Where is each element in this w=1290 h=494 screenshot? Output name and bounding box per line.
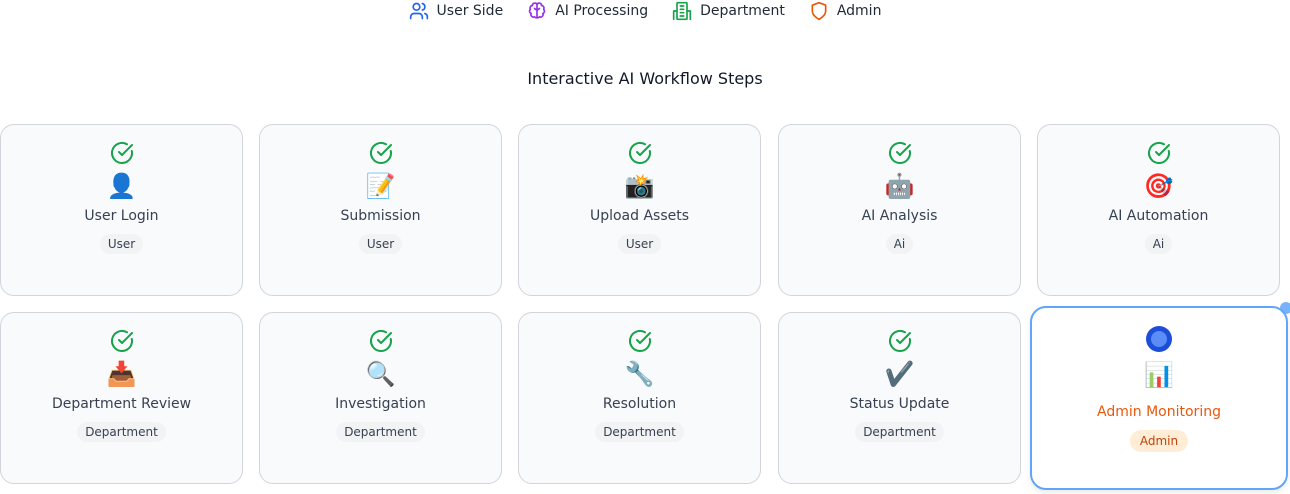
- category-badge: Department: [595, 422, 684, 442]
- step-label: AI Analysis: [861, 208, 938, 224]
- category-badge: User: [358, 234, 403, 254]
- legend: User Side AI Processing Department Admin: [0, 0, 1290, 22]
- legend-admin: Admin: [809, 1, 882, 21]
- step-label: Upload Assets: [589, 208, 690, 224]
- robot-icon: 🤖: [884, 172, 915, 200]
- page-title: Interactive AI Workflow Steps: [527, 69, 763, 88]
- check-circle-icon: [888, 329, 912, 353]
- legend-label: User Side: [436, 3, 504, 19]
- category-badge: Department: [77, 422, 166, 442]
- check-circle-icon: [628, 141, 652, 165]
- camera-flash-icon: 📸: [624, 172, 655, 200]
- legend-user-side: User Side: [409, 1, 504, 21]
- in-progress-icon: [1146, 326, 1172, 352]
- check-circle-icon: [369, 329, 393, 353]
- magnifier-icon: 🔍: [365, 360, 396, 388]
- step-card-admin-monitoring[interactable]: 📊 Admin Monitoring Admin: [1030, 302, 1290, 490]
- checkmark-icon: ✔️: [884, 360, 915, 388]
- step-label: Admin Monitoring: [1097, 404, 1221, 420]
- step-card-submission[interactable]: 📝 Submission User: [259, 124, 502, 296]
- check-circle-icon: [628, 329, 652, 353]
- target-icon: 🎯: [1143, 172, 1174, 200]
- users-icon: [409, 1, 429, 21]
- category-badge: Ai: [885, 234, 914, 254]
- category-badge: Admin: [1129, 430, 1189, 452]
- step-card-ai-analysis[interactable]: 🤖 AI Analysis Ai: [778, 124, 1021, 296]
- category-badge: User: [99, 234, 144, 254]
- check-circle-icon: [1147, 141, 1171, 165]
- person-icon: 👤: [106, 172, 137, 200]
- inbox-tray-icon: 📥: [106, 360, 137, 388]
- step-card-upload-assets[interactable]: 📸 Upload Assets User: [518, 124, 761, 296]
- step-card-ai-automation[interactable]: 🎯 AI Automation Ai: [1037, 124, 1280, 296]
- shield-icon: [809, 1, 829, 21]
- step-label: AI Automation: [1108, 208, 1209, 224]
- check-circle-icon: [369, 141, 393, 165]
- legend-label: Admin: [836, 3, 882, 19]
- check-circle-icon: [110, 329, 134, 353]
- check-circle-icon: [888, 141, 912, 165]
- brain-icon: [527, 1, 547, 21]
- legend-label: AI Processing: [555, 3, 649, 19]
- step-label: Department Review: [51, 396, 192, 412]
- legend-label: Department: [700, 3, 785, 19]
- category-badge: Department: [336, 422, 425, 442]
- step-card-resolution[interactable]: 🔧 Resolution Department: [518, 312, 761, 484]
- step-card-investigation[interactable]: 🔍 Investigation Department: [259, 312, 502, 484]
- step-card-user-login[interactable]: 👤 User Login User: [0, 124, 243, 296]
- legend-ai-processing: AI Processing: [527, 1, 648, 21]
- step-card-status-update[interactable]: ✔️ Status Update Department: [778, 312, 1021, 484]
- category-badge: User: [617, 234, 662, 254]
- category-badge: Ai: [1144, 234, 1173, 254]
- category-badge: Department: [855, 422, 944, 442]
- step-label: Status Update: [849, 396, 950, 412]
- bar-chart-icon: 📊: [1144, 361, 1174, 389]
- check-circle-icon: [110, 141, 134, 165]
- legend-department: Department: [672, 1, 785, 21]
- memo-icon: 📝: [365, 172, 396, 200]
- building-icon: [672, 1, 692, 21]
- wrench-icon: 🔧: [624, 360, 655, 388]
- step-label: User Login: [84, 208, 159, 224]
- step-card-department-review[interactable]: 📥 Department Review Department: [0, 312, 243, 484]
- active-indicator-dot: [1280, 302, 1290, 314]
- step-label: Investigation: [335, 396, 426, 412]
- step-label: Resolution: [602, 396, 677, 412]
- step-label: Submission: [340, 208, 421, 224]
